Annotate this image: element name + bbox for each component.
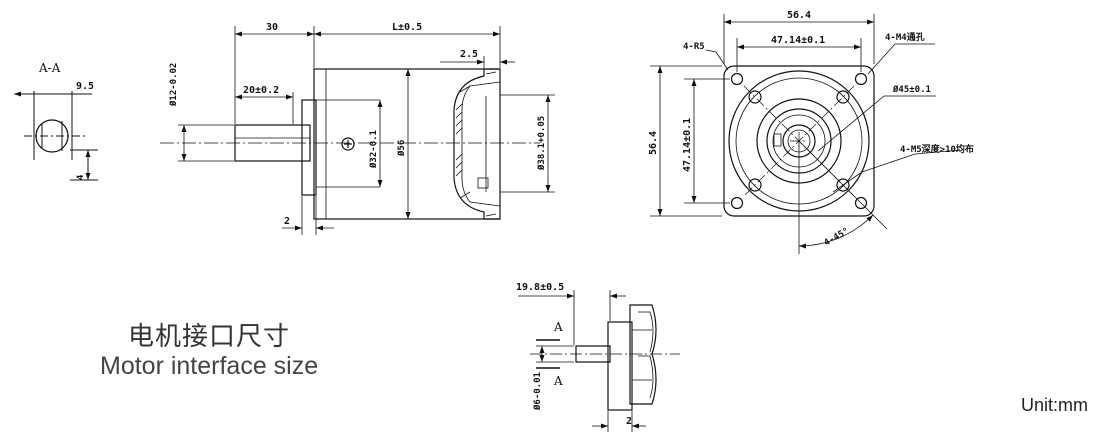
section-mark-top: A xyxy=(553,320,563,334)
unit-label: Unit:mm xyxy=(1021,395,1088,415)
detail-flange-thickness-dim: 2 xyxy=(626,416,632,427)
detail-view xyxy=(518,290,680,432)
section-a-a-view xyxy=(14,91,98,181)
side-view xyxy=(160,26,555,235)
caption-title-chinese: 电机接口尺寸 xyxy=(128,322,291,352)
shaft-diameter-dim: Ø12-0.02 xyxy=(168,63,179,107)
bolt-circle-dim: Ø45±0.1 xyxy=(892,84,931,95)
shaft-length-dim: 20±0.2 xyxy=(243,85,279,96)
flange-step-dim: 2.5 xyxy=(460,49,478,60)
corner-radius-dim: 4-R5 xyxy=(683,42,705,52)
hole-pitch-dim: 47.14±0.1 xyxy=(771,35,825,46)
section-key-dim: 4 xyxy=(76,174,86,180)
flange-thickness-dim: 2 xyxy=(284,216,290,227)
caption-title-english: Motor interface size xyxy=(100,352,319,380)
tapped-holes-note: 4-M5深度>10均布 xyxy=(900,143,974,155)
hole-pitch-vertical-dim: 47.14±0.1 xyxy=(682,118,693,172)
front-view xyxy=(650,14,961,254)
pilot-diameter-dim: Ø32-0.1 xyxy=(368,130,379,169)
body-diameter-dim: Ø56 xyxy=(396,140,407,157)
shaft-extension-dim: 30 xyxy=(266,22,278,33)
section-label: A-A xyxy=(38,61,61,75)
through-holes-note: 4-M4通孔 xyxy=(885,31,925,43)
flange-height-dim: 56.4 xyxy=(648,131,659,155)
bore-diameter-dim: Ø38.1+0.05 xyxy=(536,116,547,171)
body-length-dim: L±0.5 xyxy=(392,22,422,33)
flange-width-dim: 56.4 xyxy=(787,10,811,21)
section-mark-bottom: A xyxy=(553,374,563,388)
detail-depth-dim: 19.8±0.5 xyxy=(516,282,564,293)
section-width-dim: 9.5 xyxy=(76,81,94,92)
detail-shaft-diameter-dim: Ø6-0.01 xyxy=(532,372,543,411)
angle-dim: 4-45° xyxy=(823,226,851,248)
